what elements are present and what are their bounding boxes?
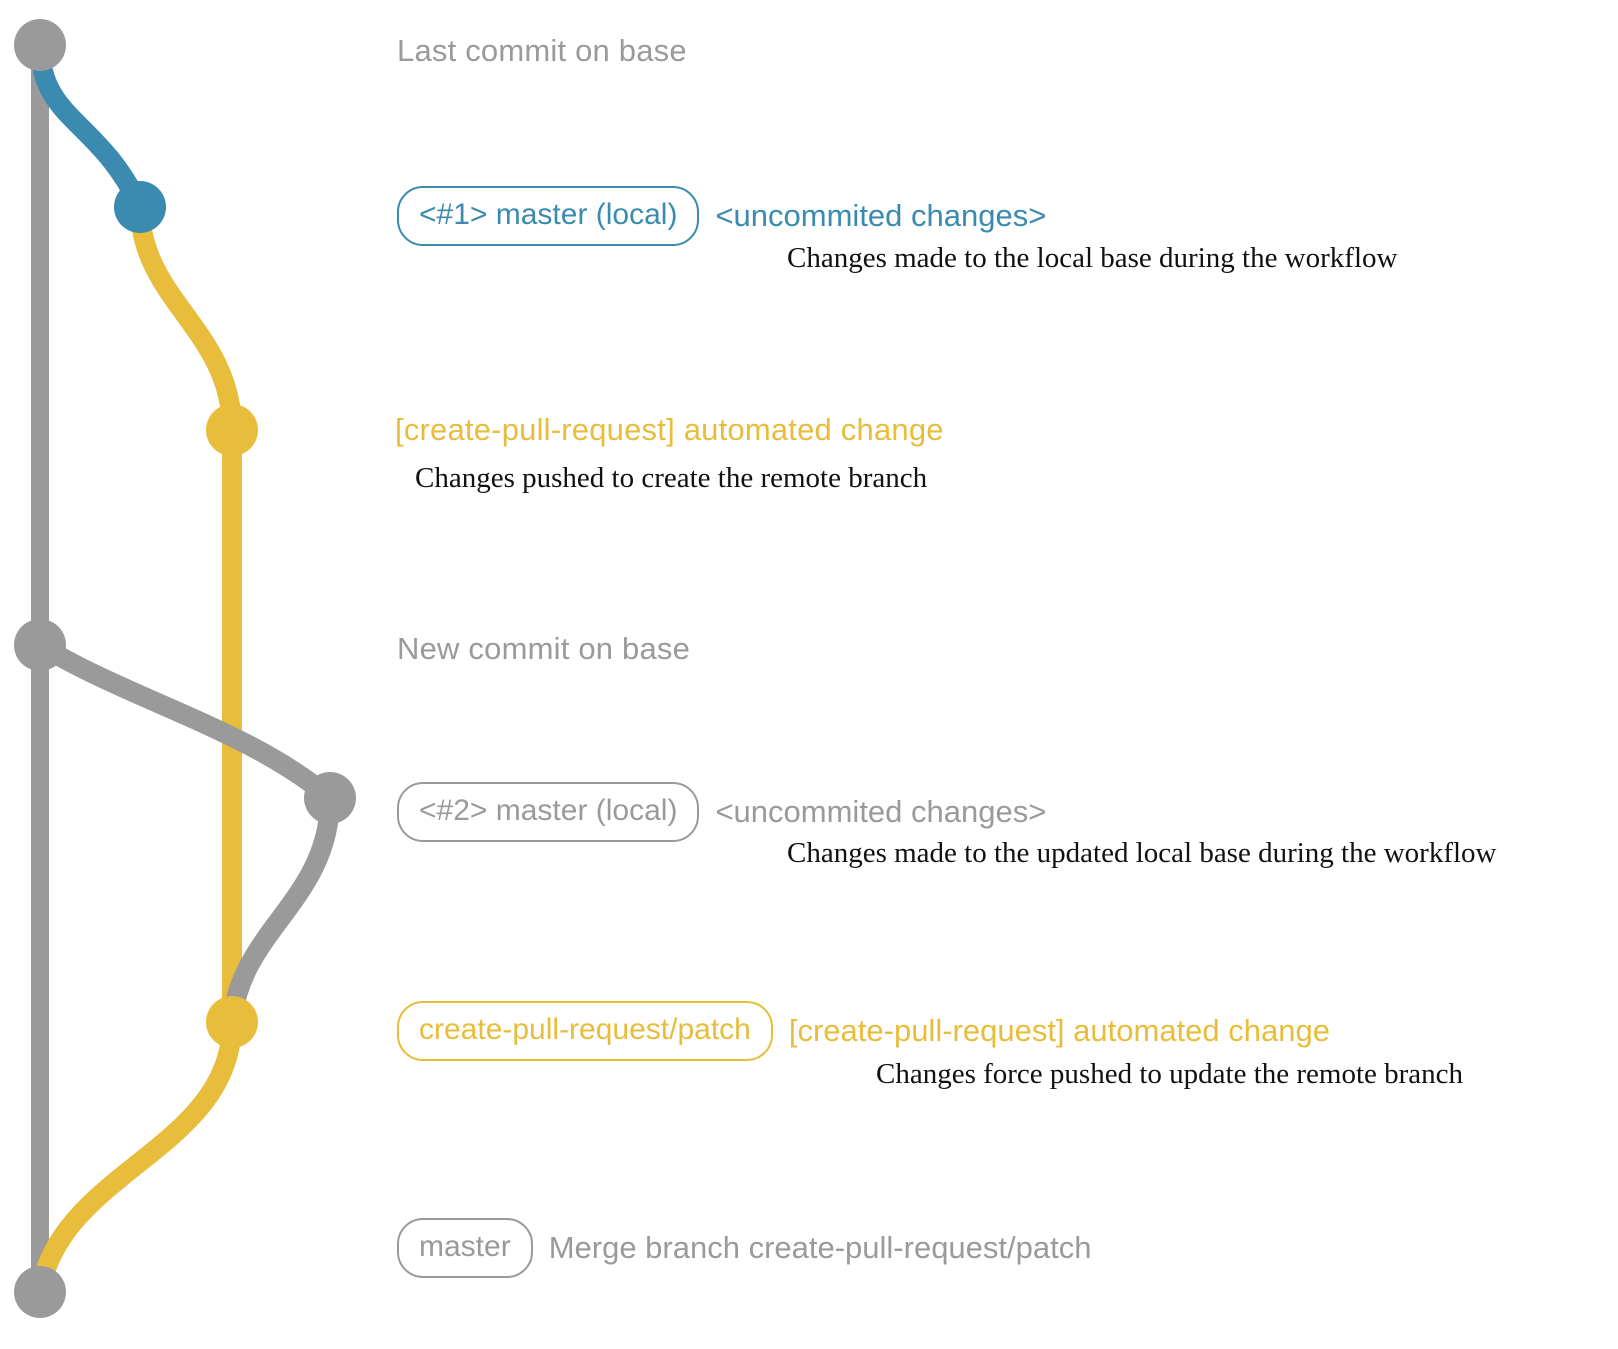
commit-node-local-1[interactable] <box>114 181 166 233</box>
local-2-to-patch-2-line <box>222 788 340 1032</box>
commit-row-patch-2: create-pull-request/patch [create-pull-r… <box>397 1001 1330 1061</box>
commit-description-local-1: Changes made to the local base during th… <box>787 242 1398 274</box>
commit-description-patch-1: Changes pushed to create the remote bran… <box>415 462 928 494</box>
commit-message-local-2: <uncommited changes> <box>715 794 1047 829</box>
commit-row-local-1: <#1> master (local) <uncommited changes> <box>397 186 1046 246</box>
git-graph <box>0 0 380 1344</box>
git-graph-svg <box>14 19 356 1318</box>
commit-row-local-2: <#2> master (local) <uncommited changes> <box>397 782 1046 842</box>
branch-badge-master[interactable]: master <box>397 1218 533 1278</box>
commit-message-patch-1: [create-pull-request] automated change <box>395 412 944 447</box>
commit-message-base-last: Last commit on base <box>397 33 687 68</box>
local-branch-2-line <box>30 635 340 808</box>
commit-description-local-2: Changes made to the updated local base d… <box>787 837 1497 869</box>
commit-node-patch-1[interactable] <box>206 404 258 456</box>
merge-into-base-line <box>30 1012 242 1302</box>
branch-badge-local-1[interactable]: <#1> master (local) <box>397 186 700 246</box>
commit-row-base-new: New commit on base <box>397 631 690 667</box>
branch-badge-local-2[interactable]: <#2> master (local) <box>397 782 700 842</box>
commit-row-patch-1: [create-pull-request] automated change <box>395 412 944 448</box>
commit-message-patch-2: [create-pull-request] automated change <box>788 1013 1330 1048</box>
branch-badge-patch-2[interactable]: create-pull-request/patch <box>397 1001 773 1061</box>
commit-node-base-last[interactable] <box>14 19 66 71</box>
commit-message-base-new: New commit on base <box>397 631 691 666</box>
commit-message-local-1: <uncommited changes> <box>715 198 1047 233</box>
commit-row-base-merge: master Merge branch create-pull-request/… <box>397 1218 1091 1278</box>
commit-node-base-new[interactable] <box>14 619 66 671</box>
commit-node-patch-2[interactable] <box>206 996 258 1048</box>
commit-node-local-2[interactable] <box>304 772 356 824</box>
commit-message-base-merge: Merge branch create-pull-request/patch <box>548 1230 1092 1265</box>
commit-node-base-merge[interactable] <box>14 1266 66 1318</box>
commit-row-base-last: Last commit on base <box>397 33 687 69</box>
commit-description-patch-2: Changes force pushed to update the remot… <box>876 1058 1464 1090</box>
patch-branch-line-upper <box>130 197 242 440</box>
